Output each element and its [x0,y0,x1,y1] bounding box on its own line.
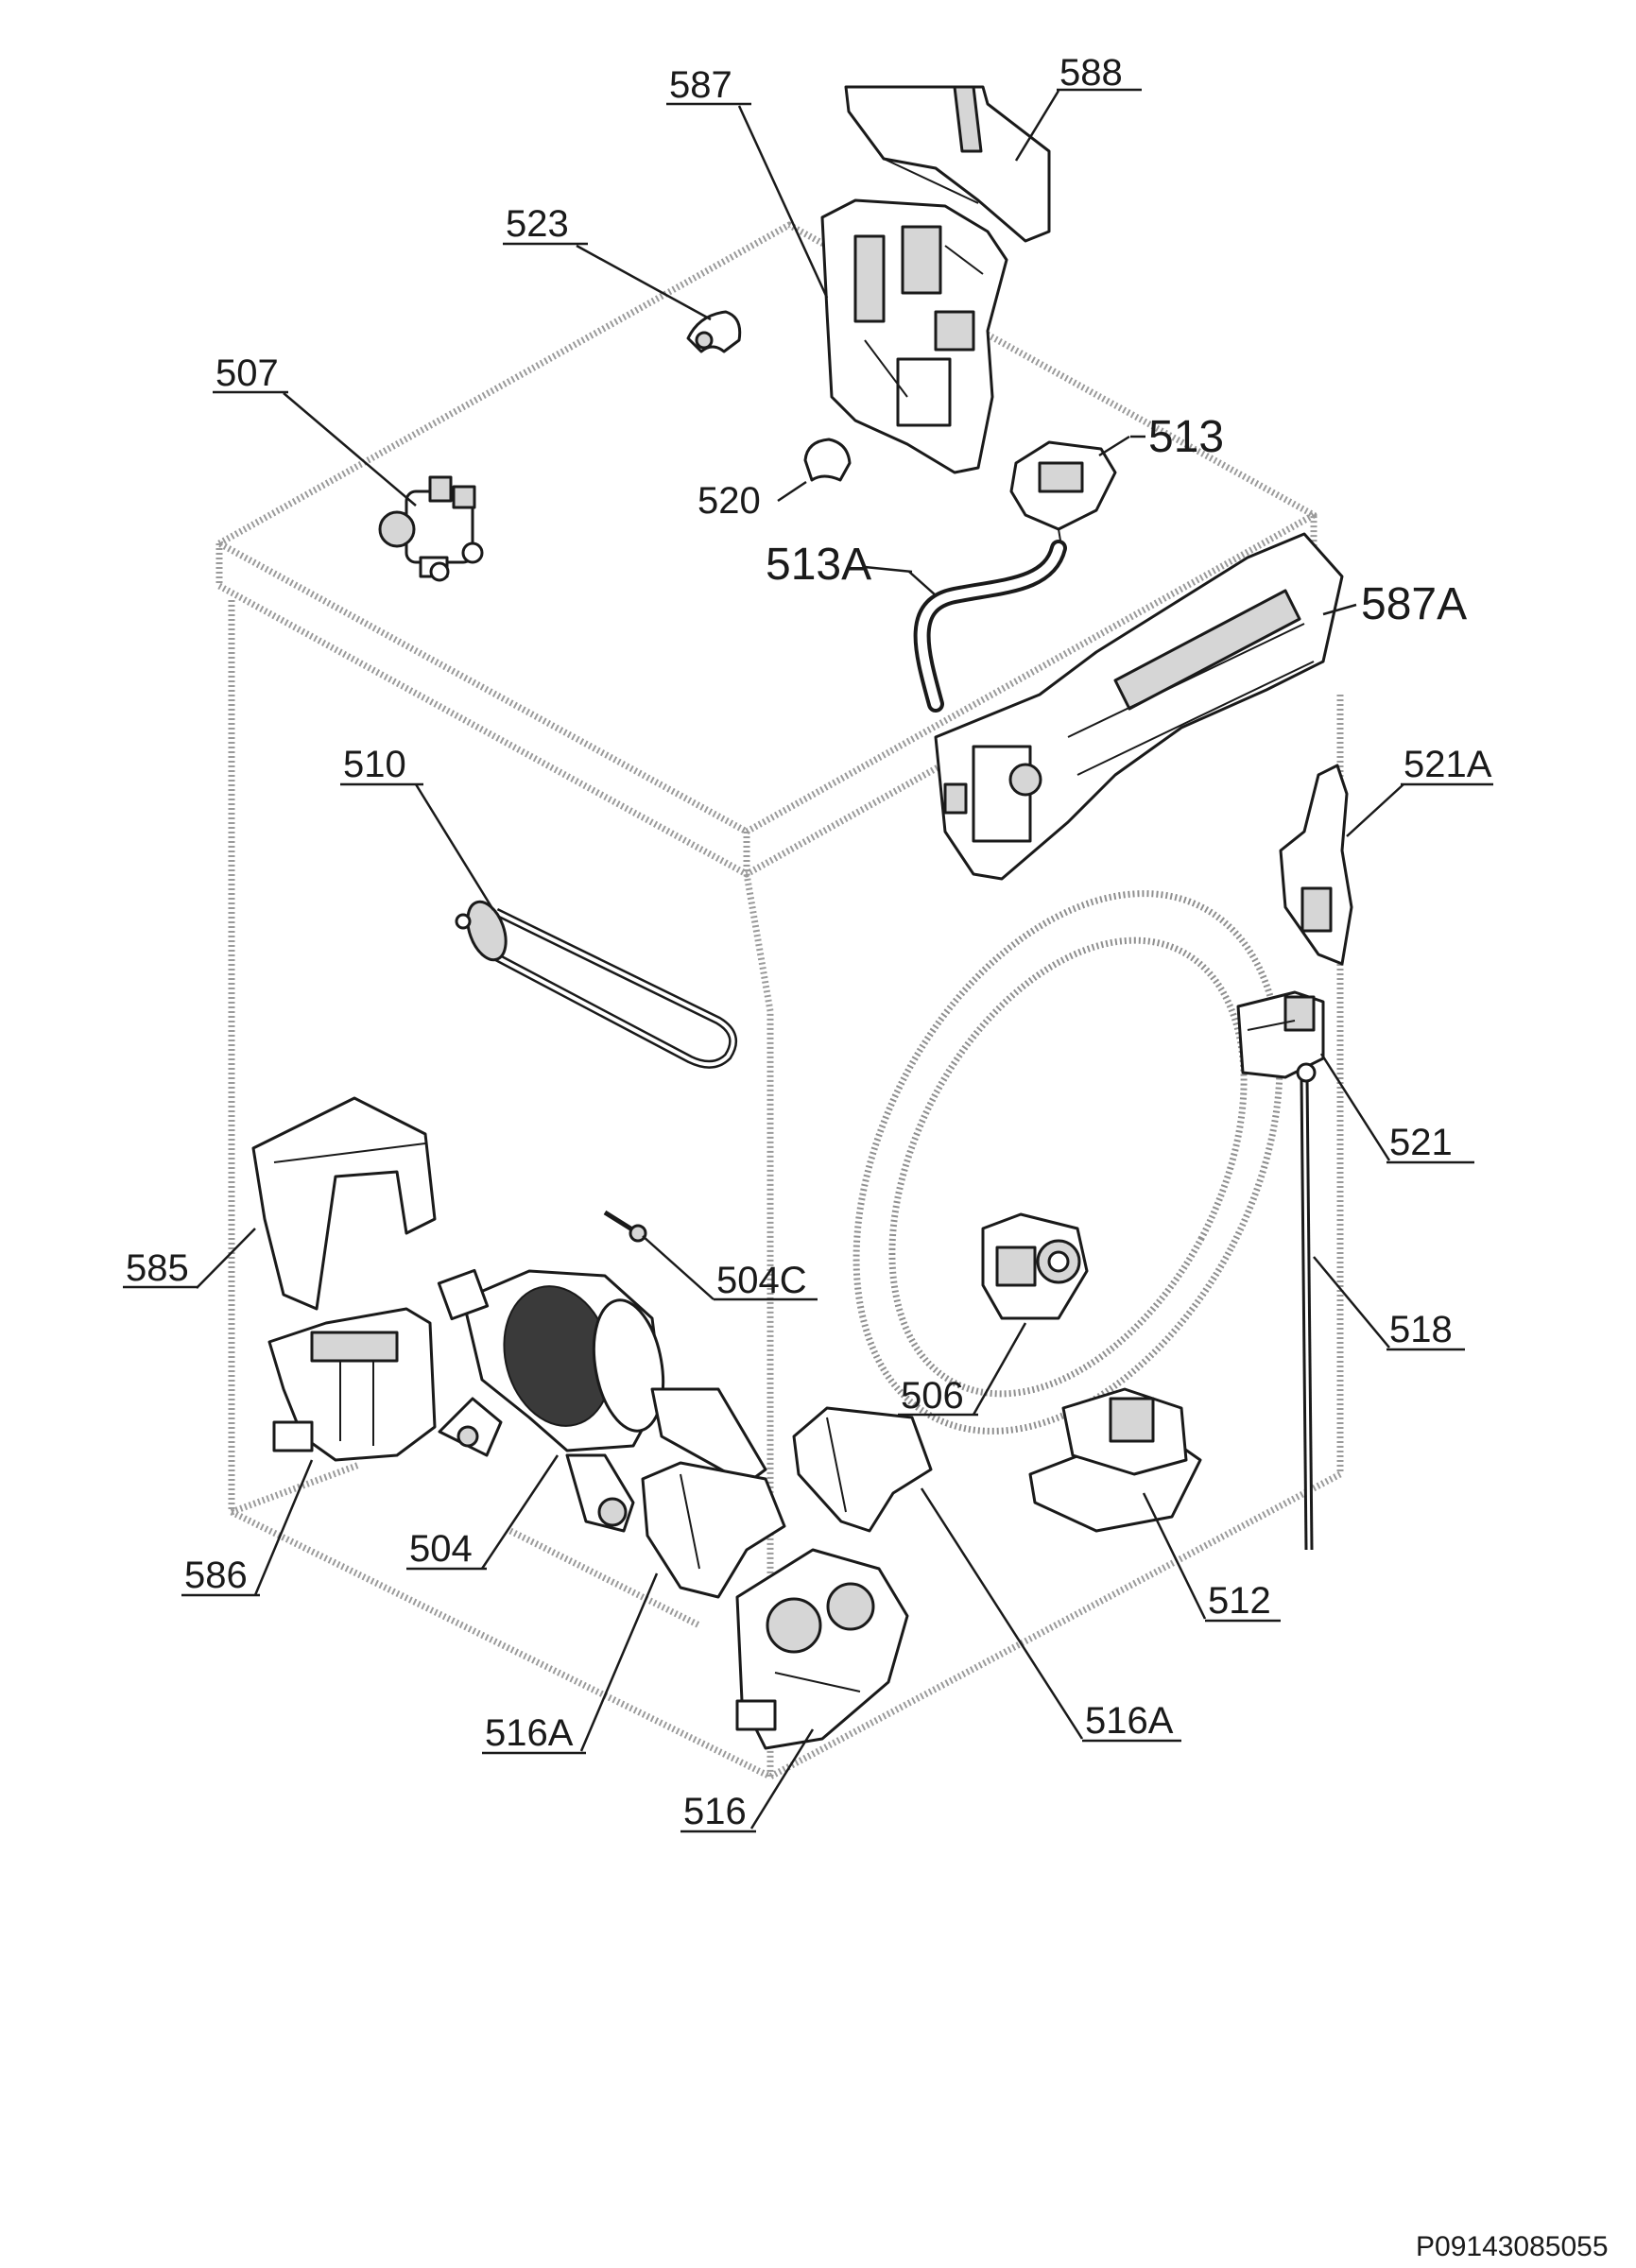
part-510-heating-element [455,900,738,1069]
part-587A-control-board [934,532,1344,881]
label-513: 513 [1148,412,1224,462]
part-504C-screw [603,1210,647,1243]
label-588: 588 [1059,52,1123,94]
part-588-board-cover [844,85,1051,243]
part-516-pump-block [735,1548,909,1750]
part-labels: 587 588 523 507 513 520 513A 587A 510 52… [126,52,1492,1832]
label-586: 586 [184,1555,248,1596]
part-513A-hose [913,540,1067,713]
cabinet-outline [215,221,1344,1780]
door-porthole [852,890,1283,1435]
label-516A-right: 516A [1085,1700,1174,1742]
part-516A-cover-left [641,1461,786,1599]
part-513-pressure-switch [1009,440,1117,558]
label-521A: 521A [1404,744,1492,785]
label-506: 506 [901,1375,964,1417]
part-512-base-pad [1028,1387,1202,1533]
reference-code: P09143085055 [1416,2231,1609,2262]
label-520: 520 [697,480,761,522]
label-516: 516 [683,1791,747,1832]
part-521A-bracket [1279,764,1353,966]
label-512: 512 [1208,1580,1271,1622]
label-513A: 513A [766,540,871,590]
label-518: 518 [1389,1309,1453,1350]
part-523-clip [686,310,742,353]
label-587: 587 [669,64,732,106]
label-585: 585 [126,1247,189,1289]
leader-lines [123,88,1493,1833]
label-507: 507 [215,352,279,394]
part-504-motor [437,1268,767,1533]
part-518-rod [1296,1062,1317,1551]
label-516A-left: 516A [485,1712,574,1754]
part-520-clip [803,438,852,482]
part-586-filter [267,1307,437,1462]
label-521: 521 [1389,1122,1453,1163]
part-507-inlet-valve [378,475,484,582]
part-585-cover [251,1096,437,1311]
part-587-main-board [820,198,1008,474]
label-504: 504 [409,1528,473,1570]
label-510: 510 [343,744,406,785]
label-504C: 504C [716,1260,807,1301]
part-516A-cover-right [792,1406,933,1533]
part-506-drain-pump [981,1212,1089,1320]
label-523: 523 [506,203,569,245]
part-521-door-lock [1236,990,1325,1079]
label-587A: 587A [1361,579,1467,629]
